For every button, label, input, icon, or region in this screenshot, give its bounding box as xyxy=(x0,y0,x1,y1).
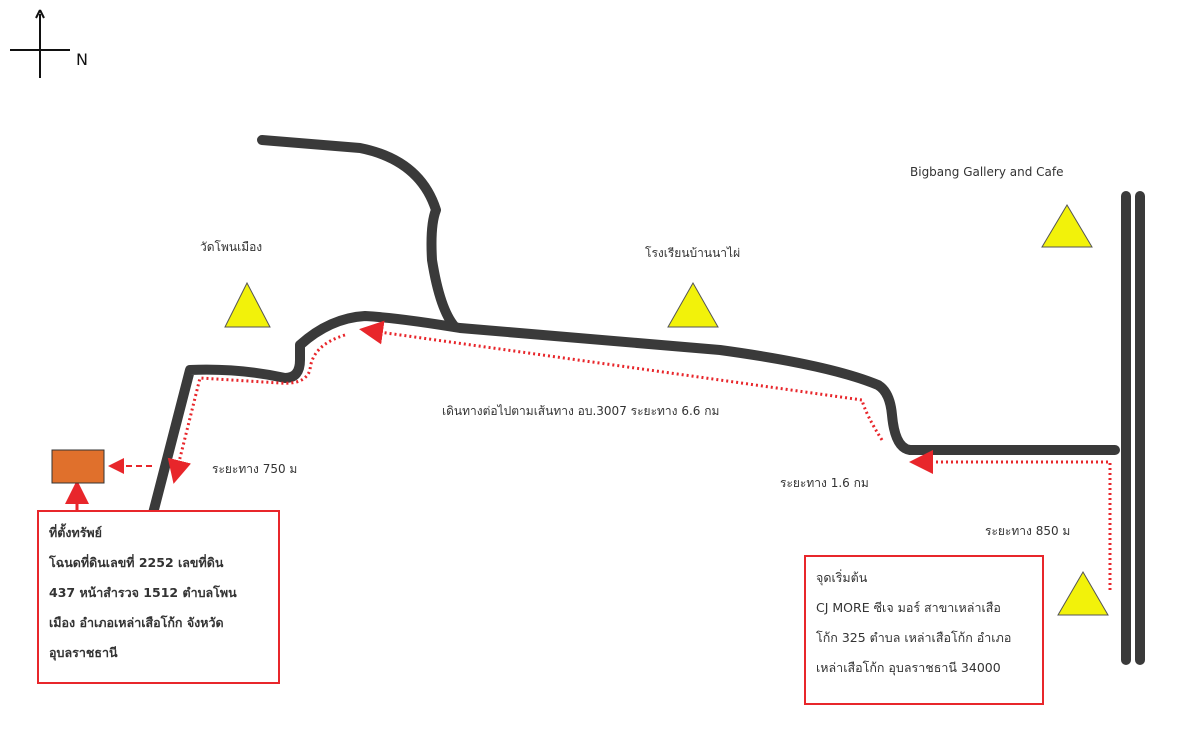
compass-icon xyxy=(10,9,70,78)
property-line: อุบลราชธานี xyxy=(49,645,118,660)
landmark-label-school: โรงเรียนบ้านนาไผ่ xyxy=(645,246,741,260)
start-line: โก้ก 325 ตำบล เหล่าเสือโก้ก อำเภอ xyxy=(816,630,1012,645)
property-line: 437 หน้าสำรวจ 1512 ตำบลโพน xyxy=(49,585,237,600)
landmark-triangle-icon xyxy=(1041,204,1093,248)
property-info-box: ที่ตั้งทรัพย์ โฉนดที่ดินเลขที่ 2252 เลขท… xyxy=(37,510,280,684)
route-leg-main xyxy=(359,320,884,441)
roads xyxy=(145,135,1145,665)
start-info-box: จุดเริ่มต้น CJ MORE ซีเจ มอร์ สาขาเหล่าเ… xyxy=(804,555,1044,705)
route-label-850m: ระยะทาง 850 ม xyxy=(985,524,1071,538)
property-title: ที่ตั้งทรัพย์ xyxy=(49,525,102,540)
landmark-triangle-icon xyxy=(667,281,719,328)
route-label-main: เดินทางต่อไปตามเส้นทาง อบ.3007 ระยะทาง 6… xyxy=(442,404,720,418)
route-leg-750 xyxy=(167,333,346,484)
route-path xyxy=(167,320,1112,590)
landmark-icons xyxy=(224,204,1109,616)
start-line: เหล่าเสือโก้ก อุบลราชธานี 34000 xyxy=(816,660,1001,675)
route-label-750m: ระยะทาง 750 ม xyxy=(212,462,298,476)
road-main xyxy=(145,311,1120,530)
north-label: N xyxy=(76,50,88,69)
landmark-label-wat: วัดโพนเมือง xyxy=(200,240,263,254)
road-branch xyxy=(257,135,460,332)
landmark-triangle-icon xyxy=(1057,571,1109,616)
property-marker xyxy=(51,449,105,484)
property-line: เมือง อำเภอเหล่าเสือโก้ก จังหวัด xyxy=(49,615,224,630)
route-label-1-6km: ระยะทาง 1.6 กม xyxy=(780,476,869,490)
property-line: โฉนดที่ดินเลขที่ 2252 เลขที่ดิน xyxy=(49,555,224,570)
start-line: CJ MORE ซีเจ มอร์ สาขาเหล่าเสือ xyxy=(816,600,1001,615)
landmark-triangle-icon xyxy=(224,281,271,328)
landmark-label-cafe: Bigbang Gallery and Cafe xyxy=(910,165,1064,179)
start-title: จุดเริ่มต้น xyxy=(816,570,868,585)
